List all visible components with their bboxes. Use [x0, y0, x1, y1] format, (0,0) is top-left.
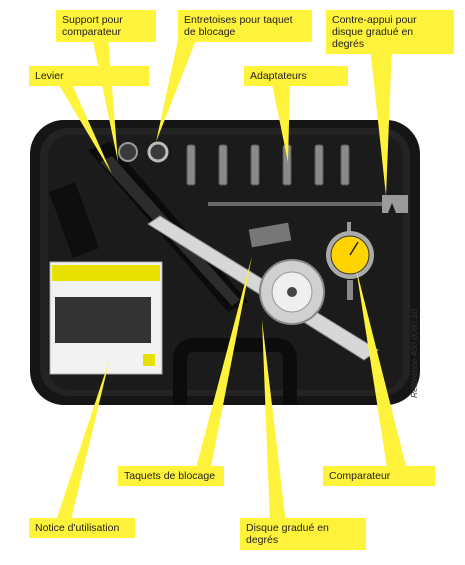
- label-adaptateurs: Adaptateurs: [244, 66, 348, 86]
- label-levier: Levier: [29, 66, 149, 86]
- spacers: [118, 141, 169, 163]
- label-disque: Disque gradué en degrés: [240, 518, 366, 550]
- counter-support: [208, 195, 408, 213]
- graduated-bar: [147, 215, 379, 361]
- manual-booklet: [49, 261, 163, 375]
- reference-number: Référence 400 0080 10: [409, 309, 419, 398]
- label-entretoises: Entretoises pour taquet de blocage: [178, 10, 312, 42]
- label-notice: Notice d'utilisation: [29, 518, 135, 538]
- callout-pointers: [55, 36, 408, 524]
- label-contre-appui: Contre-appui pour disque gradué en degré…: [326, 10, 454, 54]
- label-support-comparateur: Support pour comparateur: [56, 10, 156, 42]
- label-comparateur: Comparateur: [323, 466, 435, 486]
- dial-gauge: [326, 222, 374, 300]
- adapters: [186, 144, 350, 186]
- label-taquets: Taquets de blocage: [118, 466, 224, 486]
